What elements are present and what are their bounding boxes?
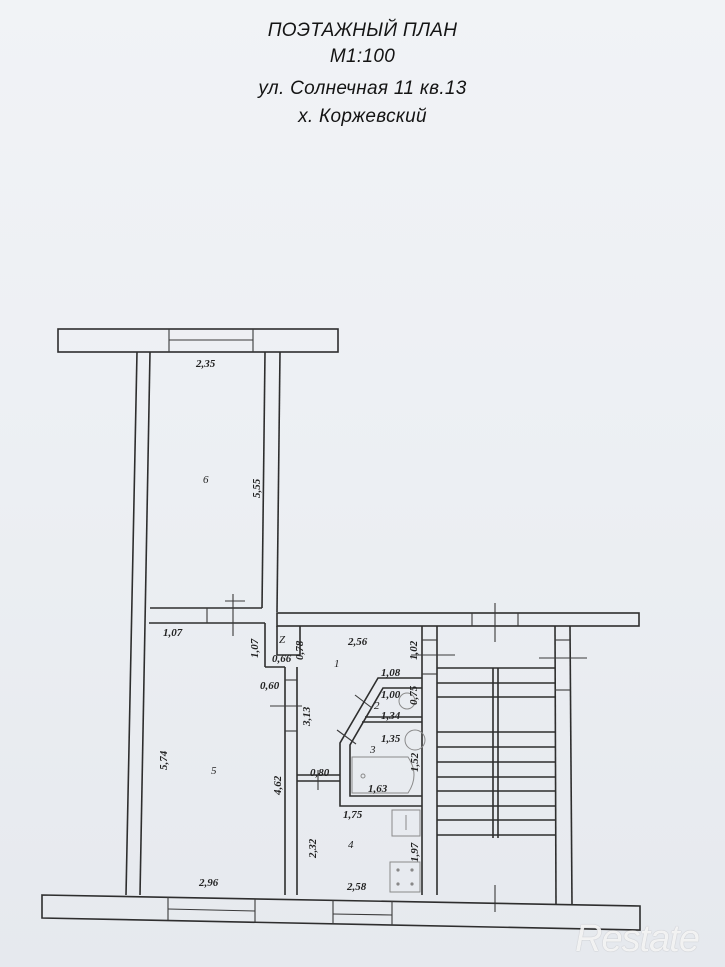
dim-room6-width: 2,35 xyxy=(195,358,216,370)
room-number-2: 2 xyxy=(374,700,380,712)
dim-wc-width: 1,00 xyxy=(381,689,401,701)
dim-wc-bottom: 1,34 xyxy=(381,710,401,722)
bathtub-icon xyxy=(351,756,415,794)
dim-closet-width: 0,66 xyxy=(272,653,292,665)
dim-closet-depth: 0,78 xyxy=(294,640,306,660)
dim-bath-width: 1,63 xyxy=(368,783,388,795)
stove-icon xyxy=(389,861,421,893)
fixtures xyxy=(351,692,426,893)
room-number-4: 4 xyxy=(348,839,354,851)
top-exterior-wall xyxy=(57,328,339,353)
dim-room6-length: 5,55 xyxy=(251,478,263,498)
room-number-5: 5 xyxy=(211,765,217,777)
plan-address: ул. Солнечная 11 кв.13 xyxy=(258,78,467,99)
room-number-6: 6 xyxy=(203,474,209,486)
dim-kitchen-top: 1,75 xyxy=(343,809,363,821)
closet-label: Z xyxy=(279,634,286,646)
dim-room5-top: 1,07 xyxy=(163,627,183,639)
dim-bath-depth: 1,52 xyxy=(409,752,421,772)
plan-scale: М1:100 xyxy=(329,46,396,67)
dim-door-width: 0,80 xyxy=(310,767,330,779)
restate-watermark-logo: Restate xyxy=(575,918,700,960)
room-number-3: 3 xyxy=(369,744,376,756)
dim-wc-depth: 0,75 xyxy=(408,685,420,705)
landing-top-wall xyxy=(276,603,640,642)
dim-bath-top: 1,35 xyxy=(381,733,401,745)
dim-hall-length: 3,13 xyxy=(301,706,313,727)
dim-kitchen-right: 1,97 xyxy=(409,842,421,862)
dim-room5-width: 2,96 xyxy=(198,877,219,889)
room-number-1: 1 xyxy=(334,658,340,670)
staircase xyxy=(437,625,587,912)
dim-room5-side-upper: 1,07 xyxy=(249,638,261,658)
toilet-icon xyxy=(398,692,416,710)
dim-wc-top: 1,08 xyxy=(381,667,401,679)
dim-room5-length: 5,74 xyxy=(158,750,170,770)
plan-locality: х. Коржевский xyxy=(298,106,427,127)
sink-icon xyxy=(404,729,426,751)
dim-kitchen-left: 2,32 xyxy=(307,838,319,859)
bottom-exterior-wall xyxy=(41,894,641,931)
dim-room5-inner: 4,62 xyxy=(272,775,284,796)
dim-kitchen-width: 2,58 xyxy=(346,881,367,893)
dim-hall-width: 2,56 xyxy=(347,636,368,648)
hall-right-wall xyxy=(411,626,455,895)
plan-title: ПОЭТАЖНЫЙ ПЛАН xyxy=(267,20,458,41)
dim-hall-notch: 0,60 xyxy=(260,680,280,692)
dim-hall-side: 1,02 xyxy=(408,640,420,660)
kitchen-sink-icon xyxy=(391,809,421,837)
room-6-walls xyxy=(125,351,281,896)
wc-bath-partition xyxy=(297,677,422,807)
